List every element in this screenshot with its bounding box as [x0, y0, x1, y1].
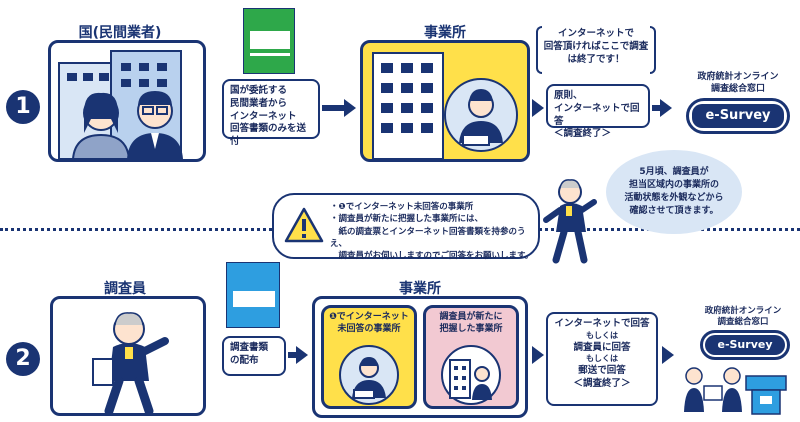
step2-center-heading: 事業所: [399, 281, 441, 297]
step1-left-heading: 国(民間業者): [78, 25, 162, 41]
new-establishment-box: 調査員が新たに 把握した事業所: [423, 305, 519, 409]
building-person-icon: [441, 345, 501, 405]
arrow-shaft: [288, 352, 298, 358]
surveyor-icon: [92, 312, 169, 413]
arrow-shaft: [322, 105, 346, 111]
warning-text: ・❶でインターネット未回答の事業所 ・調査員が新たに把握した事業所には、 紙の調…: [330, 202, 534, 262]
step1-mail-note: 国が委託する 民間業者から インターネット 回答書類のみを送付: [222, 79, 320, 147]
submission-methods-icon: [684, 367, 787, 415]
government-building-icon: [58, 50, 183, 159]
surveyor-speech-bubble: 5月頃、調査員が 担当区域内の事業所の 活動状態を外観などから 確認させて頂きま…: [606, 150, 742, 234]
arrow-right-icon: [296, 346, 308, 364]
answer-internet: インターネットで回答: [554, 318, 650, 329]
step-1-badge: 1: [6, 90, 40, 124]
arrow-right-icon: [344, 99, 356, 117]
step1-answer-note: 原則、 インターネットで回答 ＜調査終了＞: [546, 84, 650, 139]
green-document-icon: [243, 8, 295, 74]
step2-esurvey-cloud: e-Survey: [700, 330, 790, 360]
answer-end: ＜調査終了＞: [573, 378, 631, 390]
answer-or-1: もしくは: [586, 330, 618, 340]
step2-distribute-note: 調査書類 の配布: [222, 336, 286, 376]
new-establishment-label: 調査員が新たに 把握した事業所: [439, 312, 503, 334]
answer-mail: 郵送で回答: [578, 365, 626, 377]
callout-bracket-left: [536, 26, 542, 74]
arrow-right-icon: [532, 99, 544, 117]
step2-left-heading: 調査員: [104, 281, 146, 297]
person-computer-icon: [339, 345, 399, 405]
step2-survey-label: 政府統計オンライン 調査総合窓口: [704, 306, 782, 328]
step2-establishment-frame: ❶でインターネット 未回答の事業所 調査員が新たに 把握した事業所: [312, 296, 528, 418]
arrow-right-icon: [662, 346, 674, 364]
callout-bracket-right: [650, 26, 656, 74]
arrow-right-icon: [532, 346, 544, 364]
arrow-shaft: [652, 105, 662, 111]
warning-icon: [284, 207, 324, 243]
step-2-badge: 2: [6, 342, 40, 376]
blue-document-icon: [226, 262, 280, 328]
answer-or-2: もしくは: [586, 354, 618, 364]
unanswered-establishment-box: ❶でインターネット 未回答の事業所: [321, 305, 417, 409]
step2-answer-note: インターネットで回答 もしくは 調査員に回答 もしくは 郵送で回答 ＜調査終了＞: [546, 312, 658, 406]
step1-esurvey-cloud: e-Survey: [686, 98, 790, 134]
warning-banner: ・❶でインターネット未回答の事業所 ・調査員が新たに把握した事業所には、 紙の調…: [272, 193, 540, 261]
arrow-right-icon: [660, 99, 672, 117]
esurvey-logo: e-Survey: [692, 104, 784, 128]
surveyor-illustration: [50, 296, 206, 416]
office-building-icon: [372, 52, 518, 159]
unanswered-label: ❶でインターネット 未回答の事業所: [329, 312, 409, 334]
answer-surveyor: 調査員に回答: [573, 341, 631, 353]
surveyor-walking-icon: [543, 179, 597, 264]
esurvey-logo: e-Survey: [705, 335, 785, 355]
establishment-illustration: [360, 40, 530, 162]
step-number: 1: [15, 94, 31, 119]
step1-callout: インターネットで 回答頂ければここで調査 は終了です！: [543, 28, 649, 65]
step1-survey-label: 政府統計オンライン 調査総合窓口: [697, 72, 779, 94]
government-illustration: [48, 40, 206, 162]
step1-center-heading: 事業所: [424, 25, 466, 41]
step-number: 2: [15, 346, 31, 371]
